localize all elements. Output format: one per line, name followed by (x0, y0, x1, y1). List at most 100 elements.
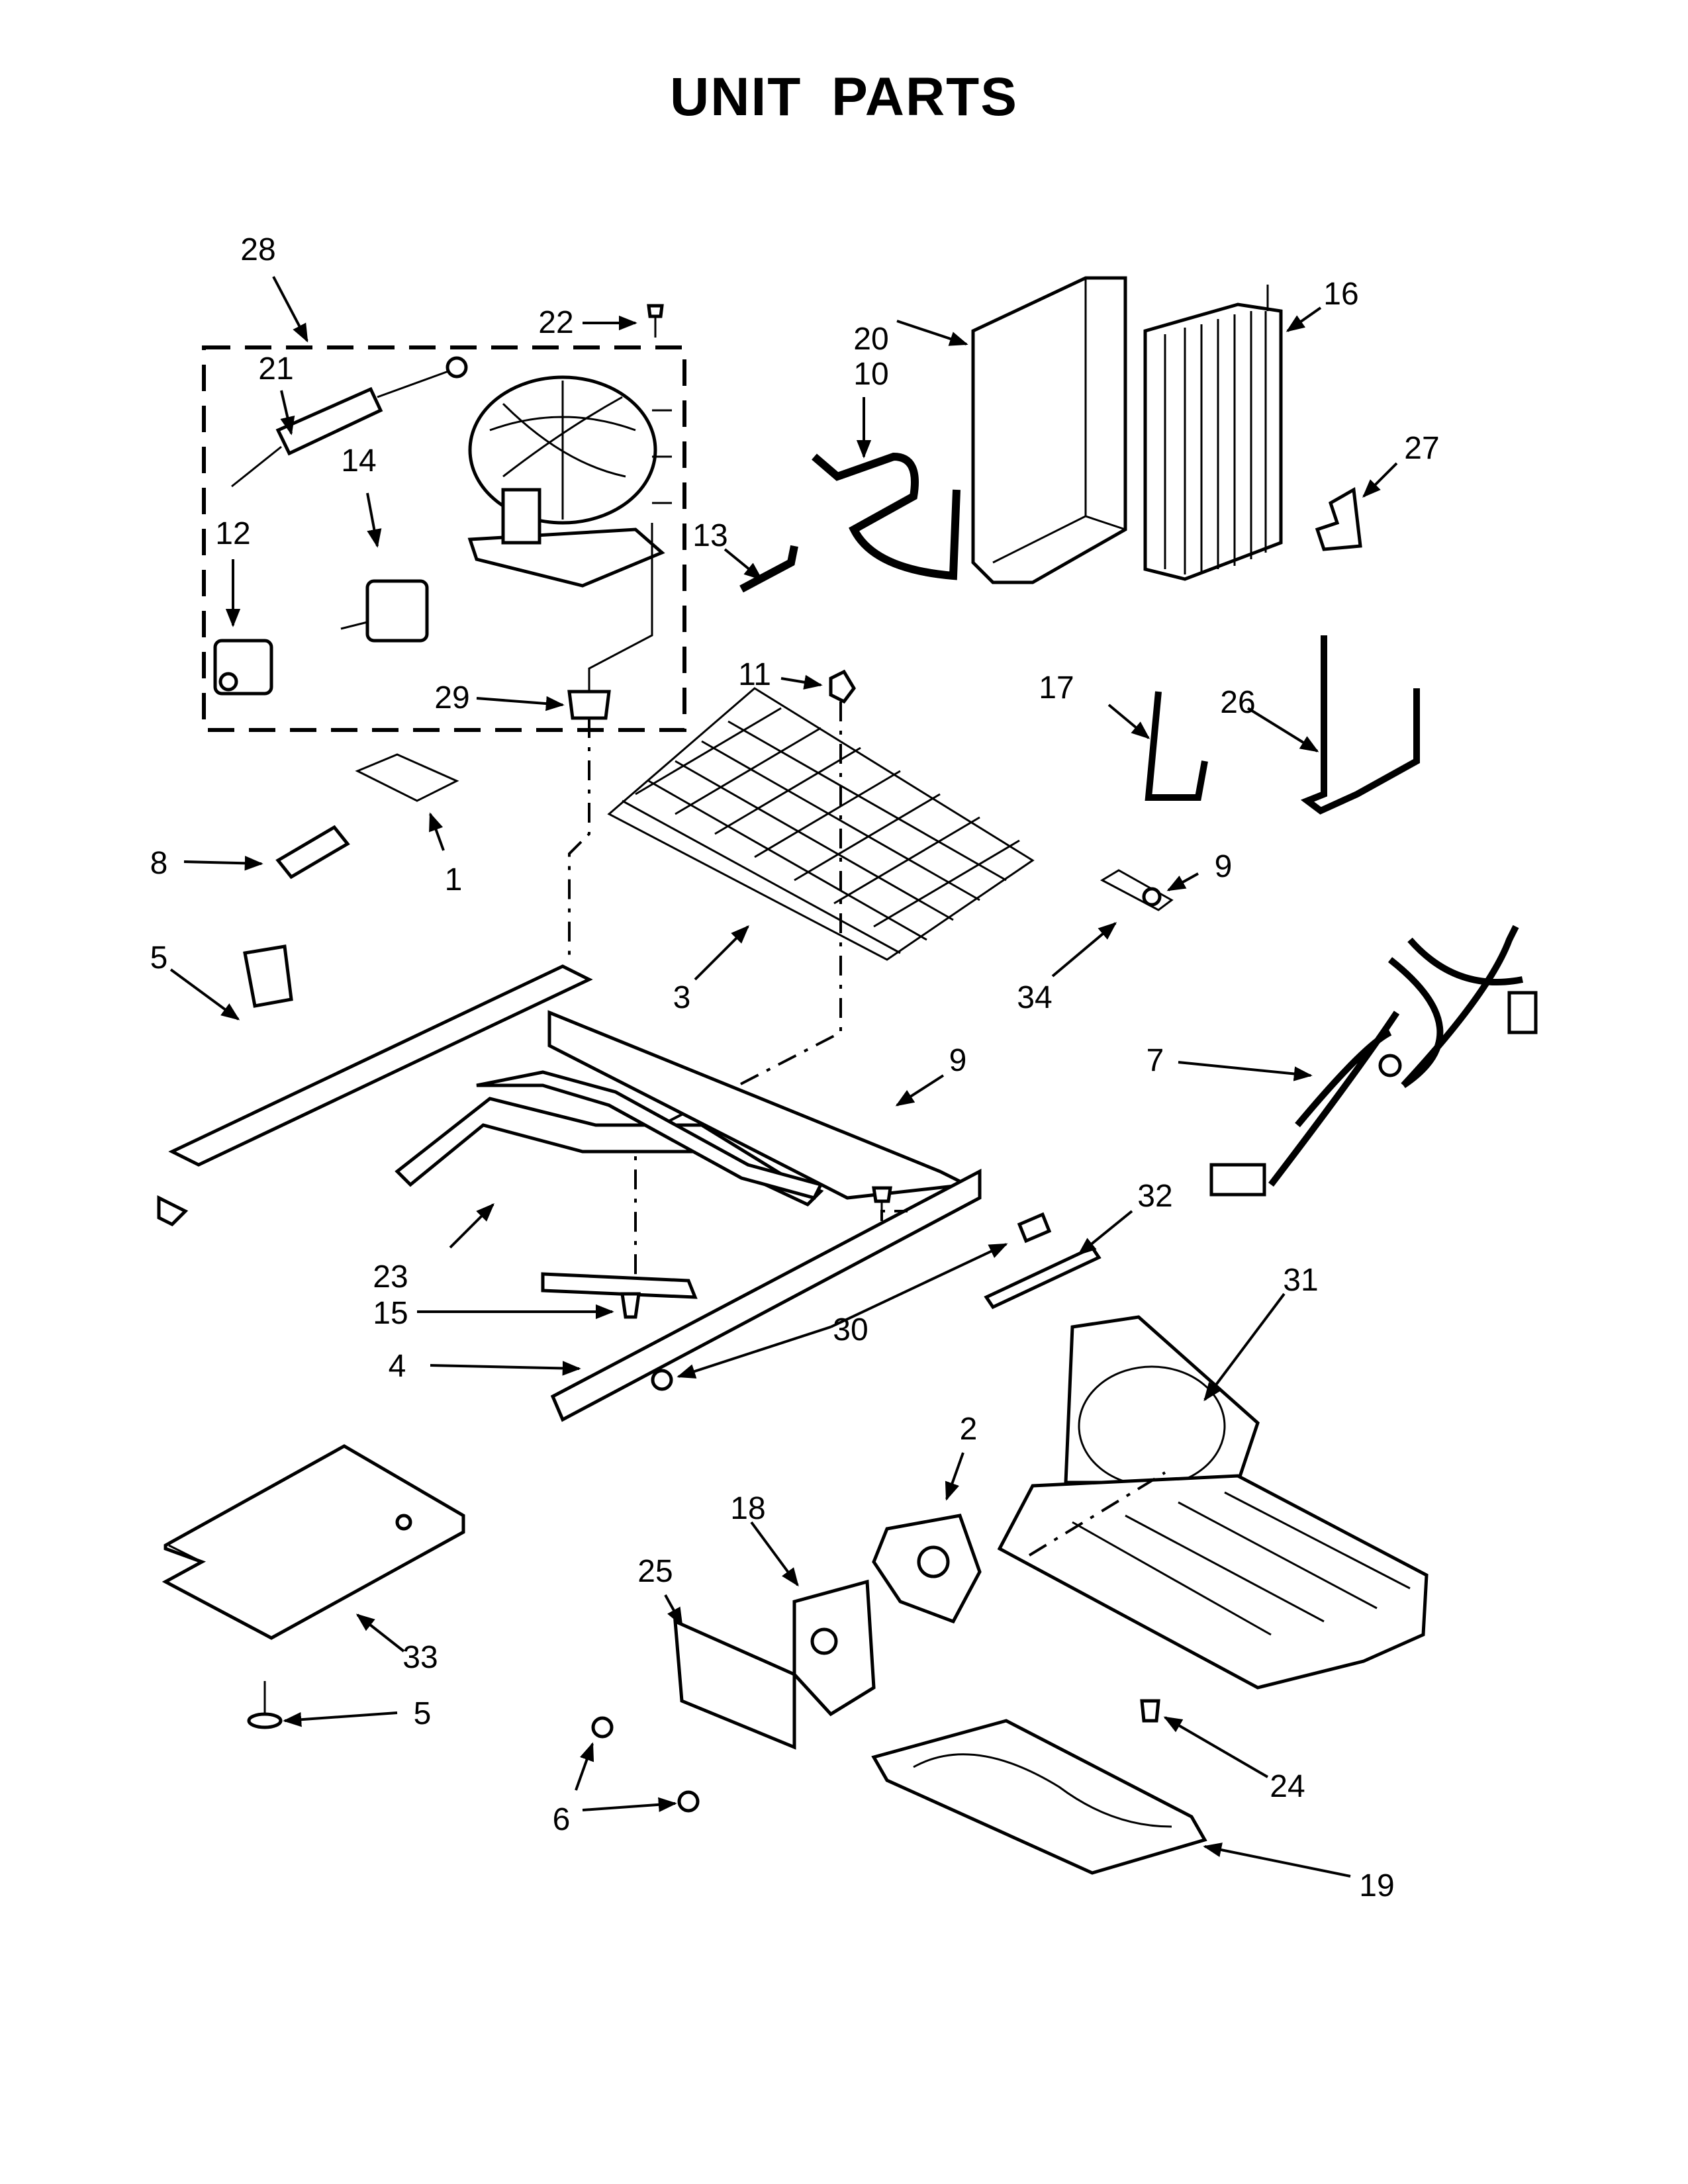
callout-17: 17 (1039, 670, 1074, 705)
bracket-part-5a (243, 944, 293, 1008)
callout-arrow-26 (1246, 707, 1319, 752)
compressor-mounting-frame (157, 964, 982, 1422)
screw-part-24 (1140, 1699, 1160, 1723)
callout-arrow-5b (283, 1711, 398, 1727)
callout-34: 34 (1017, 980, 1053, 1015)
callout-arrow-34 (1051, 922, 1117, 978)
callout-arrow-19 (1203, 1843, 1351, 1878)
callout-12: 12 (215, 516, 251, 551)
callout-25: 25 (637, 1554, 673, 1589)
callout-arrow-21 (280, 390, 295, 435)
bracket-part-1 (355, 753, 459, 802)
callout-arrow-13 (724, 548, 763, 580)
callout-13: 13 (692, 518, 728, 553)
callout-7: 7 (1146, 1043, 1164, 1078)
callout-20: 20 (853, 322, 889, 357)
callout-8: 8 (150, 846, 168, 881)
callout-arrow-7 (1178, 1061, 1313, 1081)
callout-arrow-6a (575, 1742, 594, 1791)
callout-9b: 9 (949, 1043, 967, 1078)
evaporator-coil-part (607, 687, 1035, 961)
callout-arrow-29 (476, 696, 565, 711)
callout-arrow-33 (355, 1614, 405, 1653)
callout-33: 33 (402, 1640, 438, 1675)
callout-arrow-16 (1286, 306, 1322, 332)
callout-9a: 9 (1214, 849, 1233, 884)
callout-31: 31 (1283, 1263, 1319, 1298)
callout-arrow-28 (272, 276, 308, 343)
foot-part-5b (247, 1681, 283, 1729)
bolt-part-30a (1017, 1212, 1052, 1244)
alignment-line-9b (880, 1210, 914, 1221)
callout-32: 32 (1137, 1179, 1173, 1214)
screw-part-9a (1142, 887, 1162, 907)
cable-tie-part-32 (984, 1245, 1102, 1310)
callout-15: 15 (373, 1296, 408, 1331)
fan-blade-part (872, 1514, 982, 1624)
alignment-line-29 (568, 718, 590, 960)
callout-arrow-24 (1163, 1716, 1269, 1778)
callout-arrow-2 (945, 1452, 964, 1501)
callout-22: 22 (538, 305, 574, 340)
diagram-title: UNIT PARTS (670, 67, 1018, 127)
callout-6: 6 (552, 1802, 571, 1837)
overload-part (213, 639, 273, 696)
callout-arrow-27 (1362, 462, 1398, 498)
motor-bracket-part-25 (673, 1619, 796, 1750)
callout-arrow-30a (677, 1326, 831, 1379)
callout-5b: 5 (413, 1696, 432, 1731)
tube-part-10 (812, 452, 961, 580)
tube-part-26 (1300, 635, 1420, 815)
callout-1: 1 (444, 862, 463, 897)
callout-28: 28 (240, 232, 276, 267)
callout-10: 10 (853, 357, 889, 392)
screw-part-15 (620, 1292, 641, 1319)
tube-part-17 (1145, 691, 1208, 801)
callout-arrow-9a (1166, 872, 1199, 891)
callout-arrow-6b (582, 1797, 677, 1812)
callout-24: 24 (1270, 1769, 1305, 1804)
callout-arrow-18 (750, 1521, 799, 1587)
callout-arrow-17 (1107, 704, 1150, 739)
callout-arrow-9b (895, 1074, 945, 1107)
callout-arrow-25 (664, 1594, 683, 1627)
fan-shroud-part (1064, 1315, 1260, 1487)
screw-part-6a (591, 1716, 614, 1739)
bracket-part-34 (1100, 869, 1174, 911)
callout-arrow-32 (1077, 1210, 1133, 1255)
screw-part-22 (647, 304, 664, 338)
callout-18: 18 (730, 1491, 766, 1526)
callout-arrow-8 (183, 856, 263, 871)
callout-26: 26 (1220, 685, 1256, 720)
callout-arrow-20 (896, 320, 968, 346)
callout-29: 29 (434, 680, 470, 715)
drain-pan-part (871, 1719, 1207, 1875)
bracket-part-27 (1315, 486, 1362, 551)
callout-2: 2 (959, 1412, 978, 1447)
callout-14: 14 (341, 443, 377, 478)
machine-compartment-floor-part (997, 1474, 1429, 1690)
compressor-kit-boundary (202, 345, 686, 732)
fan-motor-part (792, 1579, 876, 1717)
callout-arrow-5a (169, 968, 240, 1021)
filter-dryer-part (231, 356, 468, 488)
callout-30: 30 (833, 1312, 868, 1347)
insulation-tube-part-8 (275, 825, 350, 880)
callout-arrow-30b (830, 1243, 1008, 1328)
callout-23: 23 (373, 1259, 408, 1295)
callout-arrow-23 (449, 1203, 494, 1249)
callout-arrow-11 (780, 674, 823, 690)
callout-arrow-31 (1203, 1293, 1286, 1402)
wire-harness-part (1209, 925, 1538, 1197)
callout-arrow-14 (366, 492, 382, 548)
callout-27: 27 (1404, 431, 1440, 466)
tube-part-13 (739, 545, 798, 593)
callout-19: 19 (1359, 1868, 1395, 1903)
callout-arrow-4 (430, 1361, 581, 1376)
condenser-cover-part (971, 276, 1127, 584)
clip-part-11 (829, 669, 857, 704)
compressor-part (467, 375, 672, 588)
grommet-part (567, 690, 611, 720)
alignment-line-3 (634, 702, 842, 1281)
insulation-pad-part (162, 1444, 465, 1640)
